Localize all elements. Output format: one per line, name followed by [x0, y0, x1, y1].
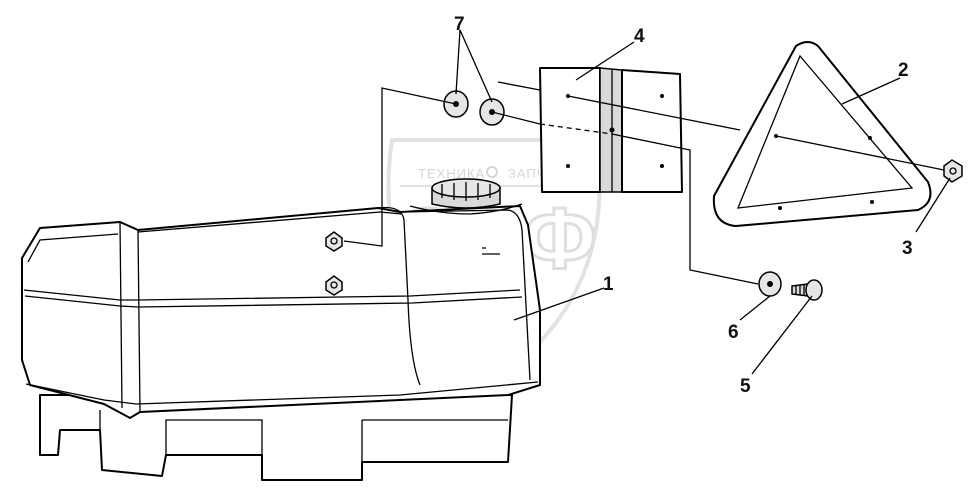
part-3-nut — [943, 159, 963, 183]
callout-labels: 1 2 3 4 5 6 7 — [454, 14, 913, 397]
callout-6: 6 — [728, 322, 739, 343]
part-2-smv-triangle — [712, 41, 932, 227]
callout-2: 2 — [898, 60, 909, 81]
watermark-text-left: ТЕХНИКА — [418, 166, 485, 181]
part-6-washer — [758, 271, 782, 297]
assembly-lines — [343, 81, 945, 285]
part-4-bracket — [539, 67, 683, 193]
tank-nut-upper — [325, 231, 343, 252]
callout-7: 7 — [454, 14, 465, 35]
callout-5: 5 — [740, 376, 751, 397]
part-1-tank — [21, 178, 541, 481]
callout-4: 4 — [634, 26, 645, 47]
callout-3: 3 — [902, 238, 913, 259]
filler-cap — [409, 178, 523, 215]
watermark-gear-icon — [486, 166, 498, 178]
callout-1: 1 — [603, 274, 614, 295]
part-5-bolt — [791, 279, 823, 301]
tank-nut-lower — [325, 275, 343, 296]
callout-leaders — [455, 29, 951, 375]
